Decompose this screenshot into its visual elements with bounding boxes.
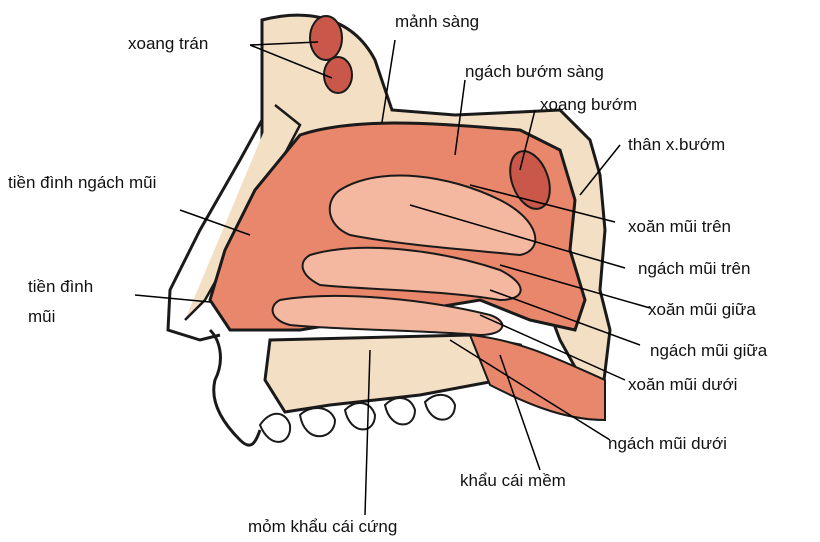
label-than-x-buom: thân x.bướm [628,135,725,154]
label-tien-dinh-mui-1: tiền đình [28,277,93,296]
upper-lip-outline [210,330,260,445]
label-ngach-mui-tren: ngách mũi trên [638,259,750,278]
label-khau-cai-mem: khẩu cái mềm [460,471,566,490]
label-xoan-mui-duoi: xoăn mũi dưới [628,375,737,394]
label-manh-sang: mảnh sàng [395,12,479,31]
label-ngach-mui-giua: ngách mũi giữa [650,341,768,360]
label-xoan-mui-giua: xoăn mũi giữa [648,300,756,319]
label-tien-dinh-mui-2: mũi [28,307,55,326]
label-xoang-buom: xoang bướm [540,95,637,114]
label-ngach-buom-sang: ngách bướm sàng [465,62,604,81]
frontal-sinus-upper [310,16,342,60]
frontal-sinus-lower [324,57,352,93]
label-mom-khau-cai-cung: mỏm khẩu cái cứng [248,517,397,536]
label-ngach-mui-duoi: ngách mũi dưới [608,434,727,453]
label-tien-dinh-ngach-mui: tiền đình ngách mũi [8,173,156,192]
label-xoang-tran: xoang trán [128,34,208,53]
label-xoan-mui-tren: xoăn mũi trên [628,217,731,236]
